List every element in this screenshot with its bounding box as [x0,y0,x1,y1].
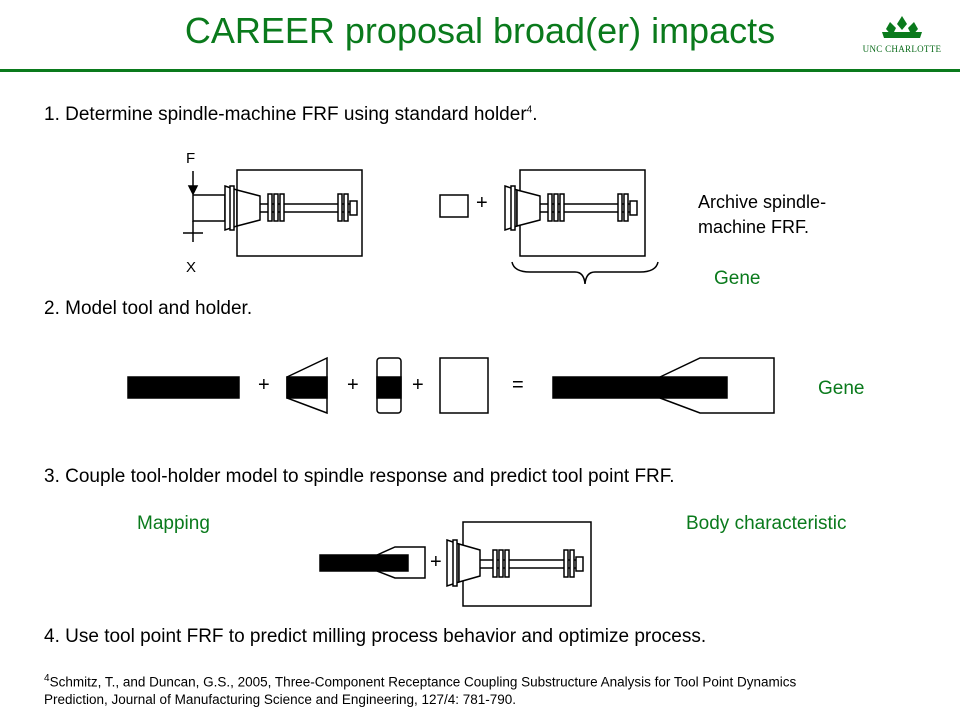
step-3: 3. Couple tool-holder model to spindle r… [44,466,675,488]
step-1: 1. Determine spindle-machine FRF using s… [44,104,538,126]
component-model-row [127,356,775,415]
plus-sign: + [347,374,359,396]
step-3-number: 3. [44,466,60,487]
force-arrow [187,171,199,196]
step-1-text: Determine spindle-machine FRF using stan… [65,104,527,125]
tool-shank [127,376,240,399]
displacement-arrow [183,221,203,242]
displacement-label: X [186,259,197,276]
taper-segment [286,356,328,415]
step-1-number: 1. [44,104,60,125]
equals-sign: = [512,374,524,396]
force-label: F [186,150,196,167]
mapping-label: Mapping [137,513,210,534]
archive-note-line-2: machine FRF. [698,217,810,237]
step-1-period: . [532,104,538,125]
gene-label-2: Gene [818,378,865,399]
page-title: CAREER proposal broad(er) impacts [184,10,776,51]
archive-note: Archive spindle- machine FRF. [698,190,826,240]
assembled-tool-holder [552,357,775,414]
spindle-response-assembly [446,521,592,607]
footnote-line-1: Schmitz, T., and Duncan, G.S., 2005, Thr… [49,674,797,690]
cylinder-segment [376,357,402,414]
step-1-citation: 4 [526,104,533,116]
step-2-text: Model tool and holder. [65,298,253,319]
crown-icon [882,16,922,38]
plus-sign: + [476,192,488,214]
step-4-number: 4. [44,626,60,647]
step-3-text: Couple tool-holder model to spindle resp… [65,466,675,487]
flange-segment [439,357,489,414]
plus-sign: + [412,374,424,396]
archive-note-line-1: Archive spindle- [698,192,827,212]
spindle-machine-assembly [439,169,646,257]
spindle-assembly-with-holder [192,169,363,257]
step-2: 2. Model tool and holder. [44,298,252,320]
brace [511,261,659,285]
body-characteristic-label: Body characteristic [686,513,847,534]
footnote-marker: 4 [44,673,50,684]
plus-sign: + [430,551,442,573]
tool-holder-model [319,546,426,579]
step-2-number: 2. [44,298,60,319]
step-4: 4. Use tool point FRF to predict milling… [44,626,706,648]
title-divider [0,69,960,72]
footnote-line-2: Prediction, Journal of Manufacturing Sci… [44,691,517,707]
plus-sign: + [258,374,270,396]
gene-label-1: Gene [714,268,761,289]
footnote: 4Schmitz, T., and Duncan, G.S., 2005, Th… [44,670,934,708]
logo-text: UNC CHARLOTTE [862,44,942,54]
unc-charlotte-logo: UNC CHARLOTTE [852,14,952,62]
step-4-text: Use tool point FRF to predict milling pr… [65,626,707,647]
